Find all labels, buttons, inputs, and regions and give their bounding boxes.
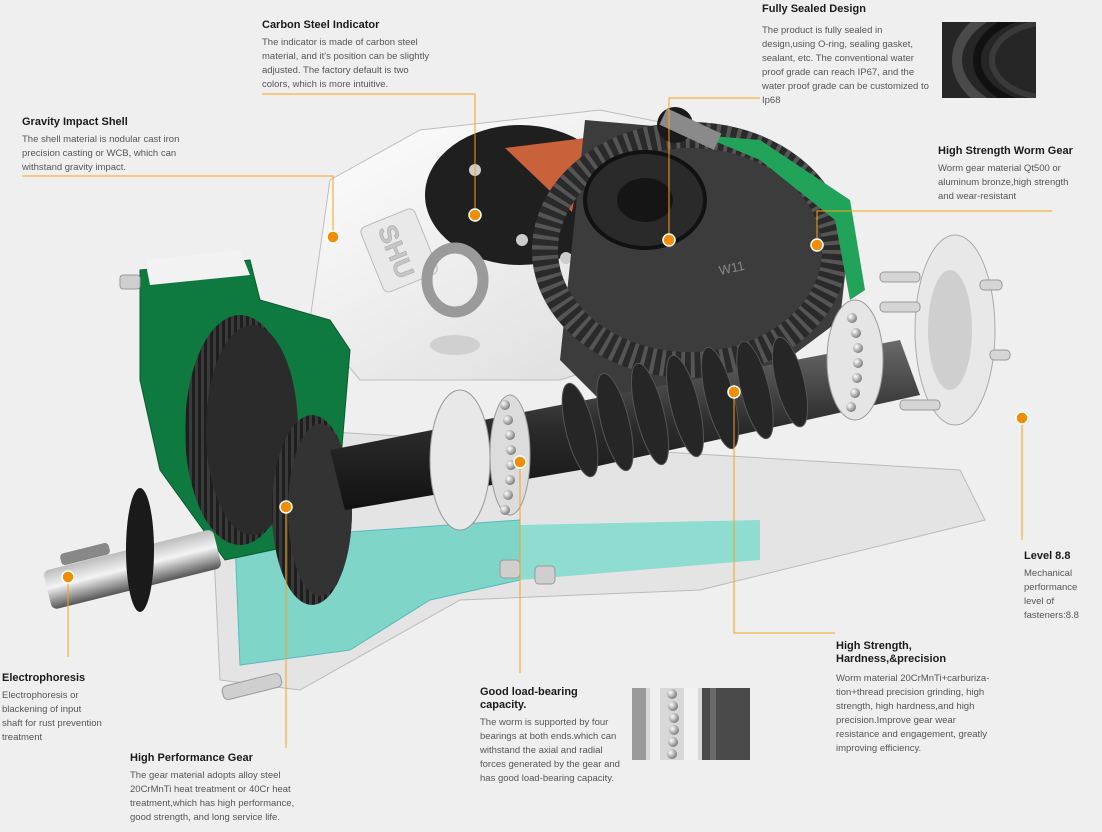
callout-body: Worm material 20CrMnTi+carburiza-tion+th… [836,673,990,754]
callout-body: Mechanical performance level of fastener… [1024,568,1079,621]
callout-body: The gear material adopts alloy steel 20C… [130,770,295,823]
marker-sealed [662,233,676,247]
marker-hardness [727,385,741,399]
callout-hardness-precision: High Strength, Hardness,&precision Worm … [836,640,996,756]
callout-load-bearing: Good load-bearing capacity. The worm is … [480,686,620,786]
callout-body: Worm gear material Qt500 or aluminum bro… [938,163,1069,202]
marker-gravity-shell [326,230,340,244]
marker-load-bearing [513,455,527,469]
callout-title: Gravity Impact Shell [22,116,128,128]
callout-worm-gear: High Strength Worm Gear Worm gear materi… [938,145,1078,204]
callout-title: Level 8.8 [1024,550,1071,562]
callout-body: The shell material is nodular cast iron … [22,134,180,173]
callout-title: High Strength Worm Gear [938,145,1073,157]
handwheel-disk [126,488,154,612]
callout-fully-sealed: Fully Sealed Design The product is fully… [762,3,934,108]
worm-gear-mark: W11 [718,258,746,278]
worm-thread [561,336,809,478]
marker-perf-gear [279,500,293,514]
callout-title: Electrophoresis [2,672,86,684]
callout-performance-gear: High Performance Gear The gear material … [130,752,300,825]
bearing-right [826,299,884,421]
spur-gear-large [185,315,352,605]
callout-body: Electrophoresis or blackening of input s… [2,690,102,743]
leader-lines [22,93,1052,748]
callout-title: High Performance Gear [130,752,253,764]
callout-title: Fully Sealed Design [762,3,866,15]
callout-level-8-8: Level 8.8 Mechanical performance level o… [1024,550,1098,623]
callout-title-line2: Hardness,&precision [836,653,947,665]
bearing-closeup-image [632,688,750,760]
marker-worm-gear [810,238,824,252]
seal-closeup-image [942,22,1036,98]
marker-carbon-steel [468,208,482,222]
seal-closeup-art [942,22,1036,98]
eye-bolt [421,242,489,318]
callout-title-line1: High Strength, [836,640,912,652]
callout-gravity-shell: Gravity Impact Shell The shell material … [22,116,182,175]
green-seal-band [700,135,865,300]
callout-body: The indicator is made of carbon steel ma… [262,37,430,90]
callout-markers [61,208,1029,584]
callout-title: Carbon Steel Indicator [262,19,380,31]
callout-carbon-steel-indicator: Carbon Steel Indicator The indicator is … [262,19,437,92]
callout-title: High Strength, Hardness,&precision [836,640,996,666]
callout-title: Good load-bearing capacity. [480,686,578,711]
marker-electrophoresis [61,570,75,584]
marker-level [1015,411,1029,425]
callout-body: The worm is supported by four bearings a… [480,717,620,784]
callout-electrophoresis: Electrophoresis Electrophoresis or black… [2,672,102,745]
bearing-closeup-art [632,688,750,760]
callout-body: The product is fully sealed in design,us… [762,25,929,106]
